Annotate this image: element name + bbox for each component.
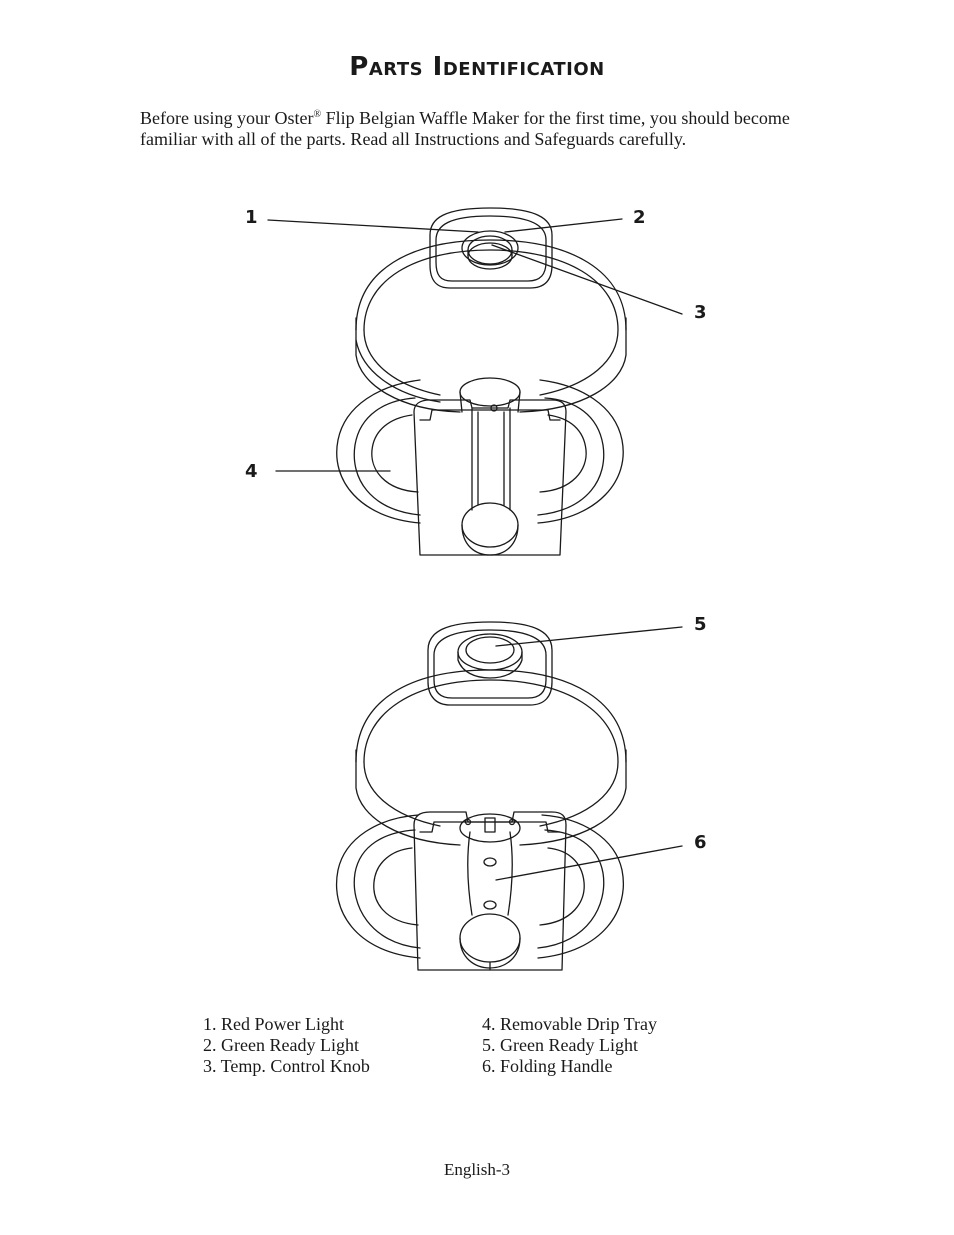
- list-item: 2. Green Ready Light: [203, 1035, 359, 1055]
- waffle-maker-top-view: [267, 207, 683, 556]
- callout-3: 3: [694, 302, 707, 323]
- callout-5: 5: [694, 614, 707, 635]
- callout-4: 4: [245, 461, 258, 482]
- intro-text: Flip Belgian Waffle Maker for the first …: [140, 108, 790, 149]
- intro-paragraph: Before using your Oster® Flip Belgian Wa…: [140, 108, 840, 150]
- title-word: arts: [368, 52, 424, 82]
- callout-6: 6: [694, 832, 707, 853]
- title-initial: I: [432, 52, 443, 82]
- list-item: 1. Red Power Light: [203, 1014, 344, 1034]
- page-number: English-3: [443, 1160, 511, 1179]
- callout-2: 2: [633, 207, 646, 228]
- list-item: 4. Removable Drip Tray: [482, 1014, 657, 1034]
- intro-text: Before using your Oster: [140, 108, 314, 128]
- title-word: dentification: [442, 52, 605, 82]
- page-title: Parts Identification: [0, 52, 954, 82]
- waffle-maker-open-handle-view: [336, 621, 683, 971]
- parts-list-left: 1. Red Power Light 2. Green Ready Light …: [203, 1014, 370, 1077]
- title-initial: P: [349, 52, 369, 82]
- list-item: 3. Temp. Control Knob: [203, 1056, 370, 1076]
- parts-list-right: 4. Removable Drip Tray 5. Green Ready Li…: [482, 1014, 657, 1077]
- list-item: 6. Folding Handle: [482, 1056, 613, 1076]
- callout-1: 1: [245, 207, 258, 228]
- registered-mark: ®: [313, 109, 322, 120]
- list-item: 5. Green Ready Light: [482, 1035, 638, 1055]
